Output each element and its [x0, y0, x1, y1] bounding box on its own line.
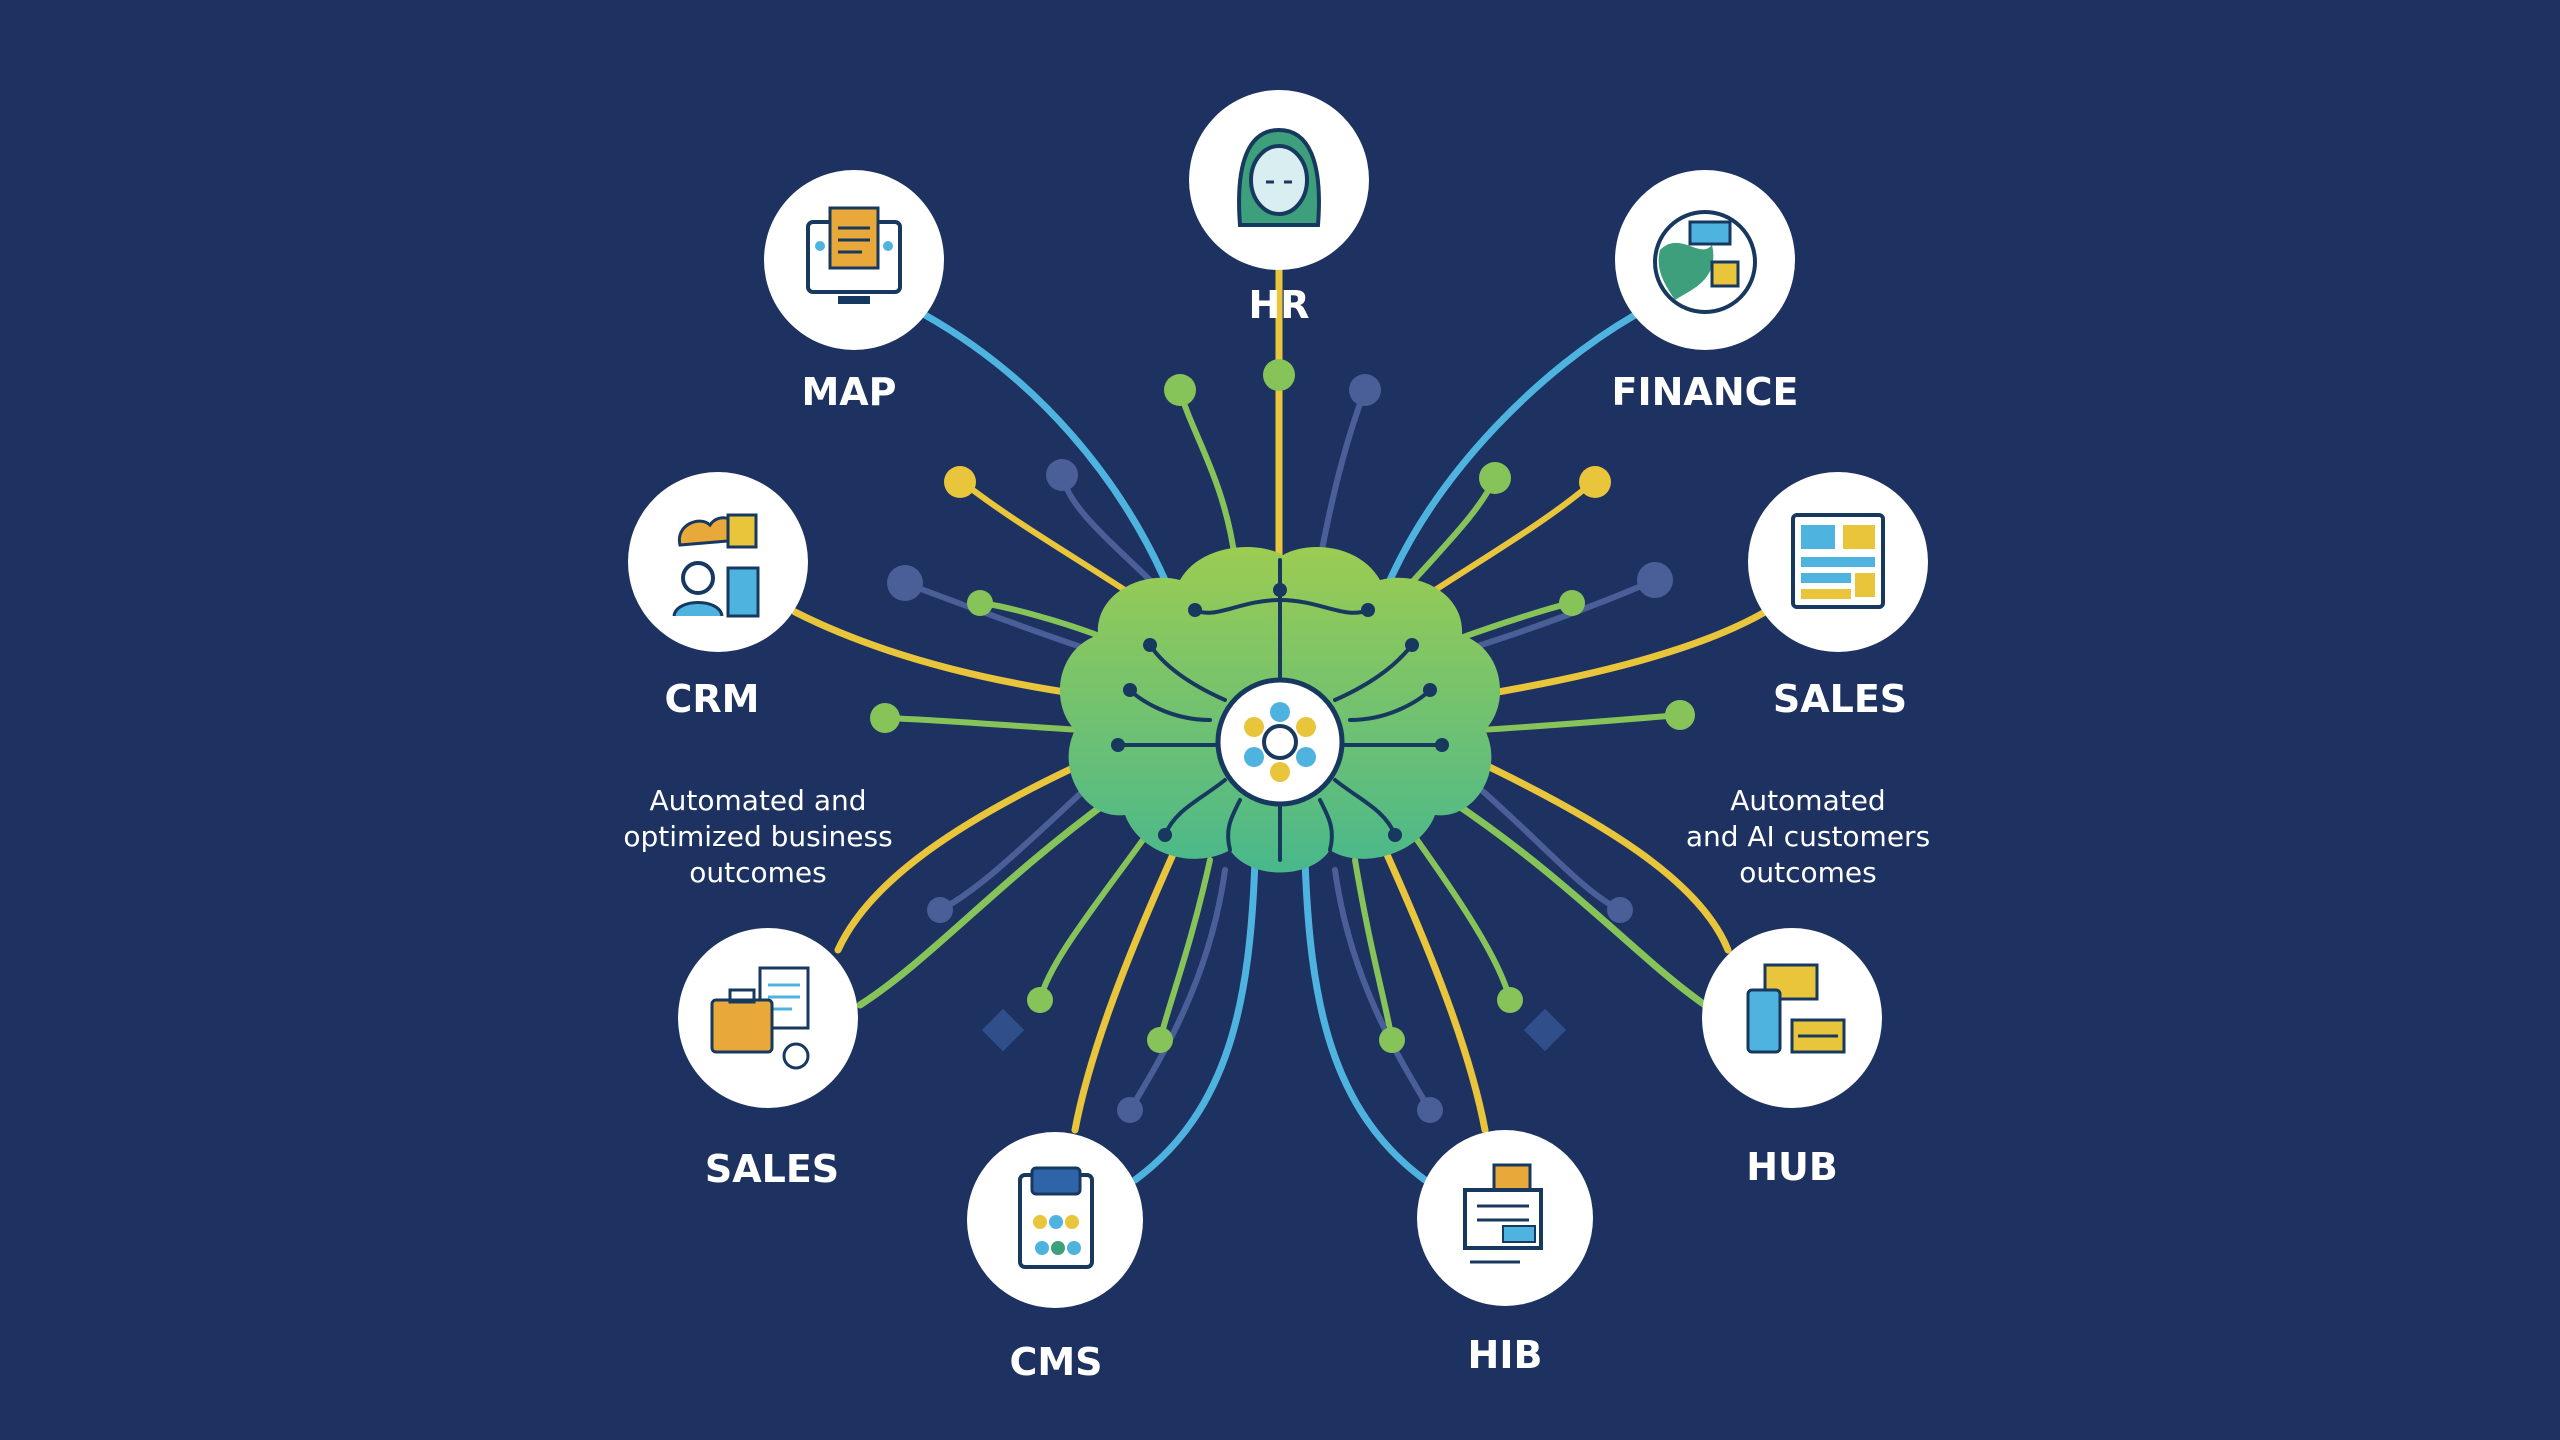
globe-chart-icon	[1653, 210, 1757, 314]
caption-left: Automated and optimized business outcome…	[623, 784, 892, 889]
connector-crm	[791, 608, 1089, 699]
node-cms: CMS	[967, 1132, 1143, 1384]
node-sales-right: SALES	[1748, 472, 1928, 721]
devices-icon	[1746, 963, 1846, 1054]
connector-lines	[791, 266, 1769, 1184]
caption-right: Automated and AI customers outcomes	[1686, 784, 1930, 889]
node-label-hub: HUB	[1746, 1145, 1838, 1189]
node-label-cms: CMS	[1009, 1340, 1102, 1384]
connector-finance	[1386, 311, 1639, 584]
monitor-dashboard-icon	[806, 206, 902, 304]
caption-right-line-1: Automated	[1730, 784, 1885, 817]
node-hub: HUB	[1702, 928, 1882, 1189]
connector-map	[921, 311, 1169, 584]
node-label-map: MAP	[801, 370, 896, 414]
node-hib: HIB	[1417, 1130, 1593, 1377]
connector-sales-left	[834, 756, 1094, 954]
caption-left-line-3: outcomes	[689, 856, 826, 889]
caption-left-line-1: Automated and	[650, 784, 867, 817]
connector-hib-2	[1381, 846, 1489, 1134]
node-finance: FINANCE	[1612, 170, 1799, 414]
briefcase-documents-icon	[710, 966, 810, 1070]
dashboard-panel-icon	[1791, 513, 1885, 609]
clipboard-icon	[1018, 1166, 1094, 1269]
branch-dots	[870, 359, 1695, 1123]
documents-stack-icon	[1463, 1163, 1543, 1264]
connector-cms	[1131, 856, 1259, 1184]
node-label-finance: FINANCE	[1612, 370, 1799, 414]
connector-sales-right	[1476, 608, 1769, 699]
node-label-hib: HIB	[1468, 1333, 1543, 1377]
connector-hib	[1301, 856, 1429, 1184]
node-sales-left: SALES	[678, 928, 858, 1191]
connector-sales-left-2	[856, 796, 1114, 1009]
node-hr: HR	[1189, 90, 1369, 327]
cloud-user-icon	[672, 513, 760, 618]
central-brain	[1059, 547, 1501, 873]
caption-right-line-2: and AI customers	[1686, 820, 1930, 853]
ai-core-icon	[1244, 702, 1316, 782]
connector-hub	[1471, 756, 1732, 954]
node-crm: CRM	[628, 472, 808, 721]
node-label-sales-right: SALES	[1773, 677, 1907, 721]
node-map: MAP	[764, 170, 944, 414]
connector-hub-2	[1446, 796, 1709, 1009]
node-label-hr: HR	[1248, 283, 1309, 327]
caption-left-line-2: optimized business	[623, 820, 892, 853]
caption-right-line-3: outcomes	[1739, 856, 1876, 889]
person-icon	[1237, 127, 1321, 227]
node-label-crm: CRM	[665, 677, 760, 721]
connector-cms-2	[1071, 846, 1179, 1134]
node-label-sales-left: SALES	[705, 1147, 839, 1191]
